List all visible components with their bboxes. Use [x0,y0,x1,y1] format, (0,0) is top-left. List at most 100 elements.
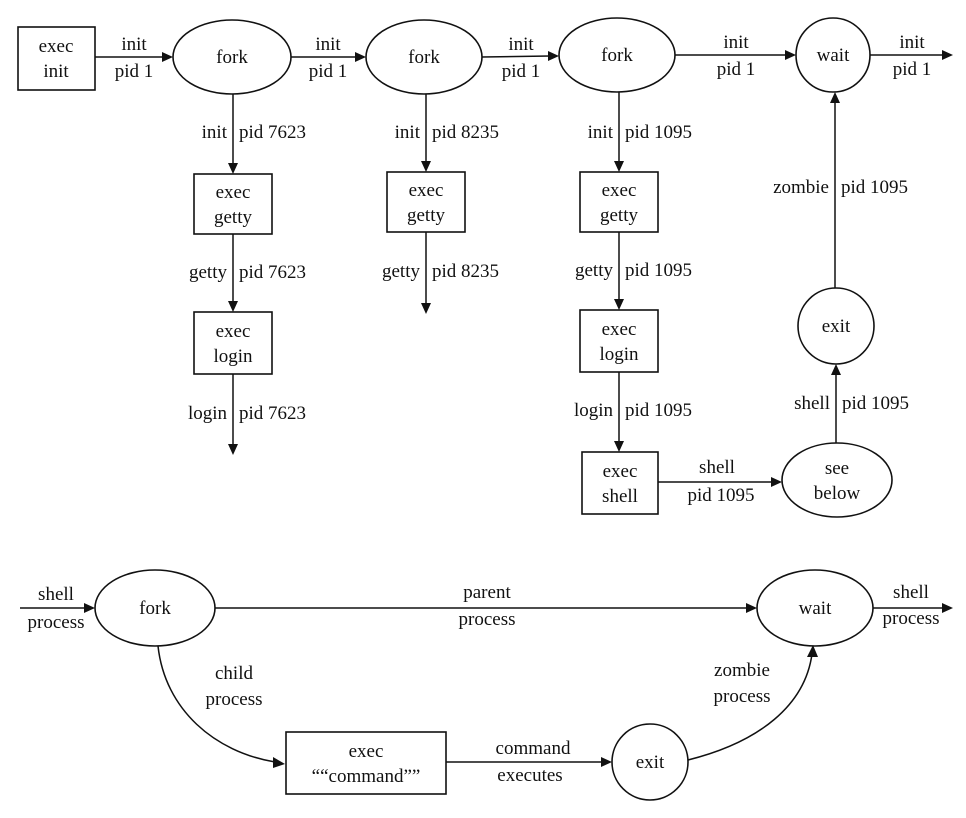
node-exit-top-label: exit [822,316,851,337]
edge-see-below-to-exit-label-a: shell [794,393,830,414]
node-exit-bottom-label: exit [636,752,665,773]
edge-fork-to-wait-parent-label1: parent [463,582,511,603]
edge-init-to-fork1-label1: init [121,34,147,55]
edge-login3-to-shell-label-a: login [574,400,614,421]
edge-fork1-to-getty1: init pid 7623 [202,94,306,174]
edge-shell-to-see-below: shell pid 1095 [658,457,782,506]
edge-fork2-to-getty2-label-b: pid 8235 [432,122,499,143]
node-wait-top-label: wait [817,45,850,66]
edge-init-to-fork1-label2: pid 1 [115,61,154,82]
edge-fork1-to-getty1-label-a: init [202,122,228,143]
edge-getty2-outgoing-label-b: pid 8235 [432,261,499,282]
edge-see-below-to-exit: shell pid 1095 [794,364,909,443]
node-exec-init: exec init [17,26,96,91]
node-exec-login-3-line2: login [599,344,639,365]
edge-fork-to-command-child-label2: process [206,689,263,710]
edge-fork3-to-wait-label1: init [723,32,749,53]
node-wait-bottom: wait [756,569,874,647]
node-exec-login-1-line2: login [213,346,253,367]
edge-exit-to-wait-zombie-label1: zombie [714,660,770,681]
edge-command-to-exit-label2: executes [497,765,562,786]
edge-login1-outgoing: login pid 7623 [188,374,306,455]
edge-getty1-to-login1-label-b: pid 7623 [239,262,306,283]
node-exec-login-3-line1: exec [602,319,637,340]
node-see-below-line1: see [825,458,849,479]
edge-fork2-to-getty2-label-a: init [395,122,421,143]
edge-getty3-to-login3-label-a: getty [575,260,613,281]
node-exec-getty-2-line2: getty [407,205,445,226]
node-fork-bottom-label: fork [139,598,171,619]
edge-init-to-fork1: init pid 1 [95,34,173,82]
edge-wait-outgoing: init pid 1 [870,32,953,80]
edge-command-to-exit: command executes [446,738,612,786]
edge-fork1-to-fork2-label2: pid 1 [309,61,348,82]
edge-fork3-to-getty3-label-b: pid 1095 [625,122,692,143]
node-exec-getty-2: exec getty [386,171,466,233]
node-exec-init-line2: init [43,61,69,82]
node-exec-command: exec ““command”” [285,731,447,795]
node-exit-top: exit [797,287,875,365]
node-fork-3-label: fork [601,45,633,66]
edge-wait-outgoing-label2: pid 1 [893,59,932,80]
edge-fork-to-command-child-label1: child [215,663,253,684]
edge-fork2-to-fork3-label2: pid 1 [502,61,541,82]
node-fork-2-label: fork [408,47,440,68]
edge-getty2-outgoing-label-a: getty [382,261,420,282]
edge-login1-outgoing-label-b: pid 7623 [239,403,306,424]
edge-fork1-to-getty1-label-b: pid 7623 [239,122,306,143]
node-exec-getty-3-line2: getty [600,205,638,226]
edge-getty3-to-login3: getty pid 1095 [575,232,692,310]
edge-fork-to-wait-parent-label2: process [459,609,516,630]
edge-exit-to-wait-label-a: zombie [773,177,829,198]
node-fork-1-label: fork [216,47,248,68]
edge-getty1-to-login1-label-a: getty [189,262,227,283]
edge-wait-outgoing-label1: init [899,32,925,53]
edge-fork3-to-wait: init pid 1 [675,32,796,80]
edge-shell-process-in-label2: process [28,612,85,633]
edge-command-to-exit-label1: command [496,738,571,759]
edge-fork3-to-getty3: init pid 1095 [588,92,692,172]
edge-fork3-to-getty3-label-a: init [588,122,614,143]
node-exec-command-line2: ““command”” [312,766,421,787]
edge-fork-to-command-child: child process [157,645,285,768]
edge-see-below-to-exit-label-b: pid 1095 [842,393,909,414]
node-exec-getty-3-line1: exec [602,180,637,201]
edge-getty2-outgoing: getty pid 8235 [382,232,499,314]
edge-exit-to-wait: zombie pid 1095 [773,92,908,288]
edge-wait-shell-process-out-label1: shell [893,582,929,603]
edge-shell-process-in-label1: shell [38,584,74,605]
node-exec-getty-1-line2: getty [214,207,252,228]
edge-wait-shell-process-out-label2: process [883,608,940,629]
node-wait-top: wait [795,17,871,93]
node-exit-bottom: exit [611,723,689,801]
edge-shell-process-in: shell process [20,584,95,633]
node-exec-getty-2-line1: exec [409,180,444,201]
edge-exit-to-wait-zombie: zombie process [687,645,818,761]
node-exec-getty-1: exec getty [193,173,273,235]
edge-login1-outgoing-label-a: login [188,403,228,424]
node-exec-getty-3: exec getty [579,171,659,233]
edge-shell-to-see-below-label1: shell [699,457,735,478]
node-fork-3: fork [558,17,676,93]
node-fork-1: fork [172,19,292,95]
node-exec-command-line1: exec [349,741,384,762]
node-exec-getty-1-line1: exec [216,182,251,203]
node-exec-shell-line2: shell [602,486,638,507]
edge-wait-shell-process-out: shell process [873,582,953,629]
node-wait-bottom-label: wait [799,598,832,619]
edge-exit-to-wait-zombie-label2: process [714,686,771,707]
edge-exit-to-wait-label-b: pid 1095 [841,177,908,198]
edge-fork2-to-fork3-label1: init [508,34,534,55]
node-exec-login-1: exec login [193,311,273,375]
node-exec-login-1-line1: exec [216,321,251,342]
node-see-below: see below [781,442,893,518]
edge-fork2-to-getty2: init pid 8235 [395,94,499,172]
edge-fork-to-wait-parent: parent process [215,582,757,630]
edge-login3-to-shell-label-b: pid 1095 [625,400,692,421]
edge-getty3-to-login3-label-b: pid 1095 [625,260,692,281]
node-fork-bottom: fork [94,569,216,647]
edge-login3-to-shell: login pid 1095 [574,372,692,452]
edge-fork1-to-fork2: init pid 1 [291,34,366,82]
node-exec-login-3: exec login [579,309,659,373]
edge-fork1-to-fork2-label1: init [315,34,341,55]
